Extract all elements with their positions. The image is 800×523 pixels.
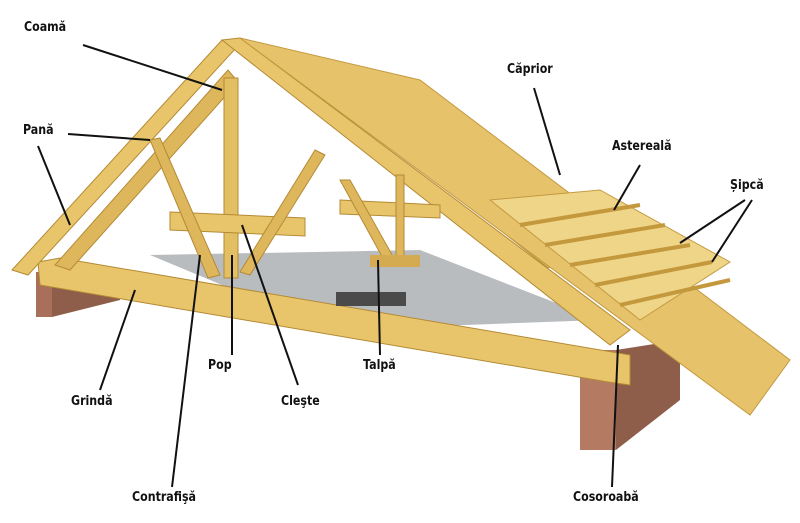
leader-caprior: [533, 87, 561, 176]
leader-sipca-2: [711, 199, 753, 263]
sheathing: [488, 189, 731, 321]
leader-talpa: [377, 259, 381, 356]
label-grinda: Grindă: [71, 394, 113, 409]
king-post: [223, 77, 239, 279]
rafter-right: [220, 37, 631, 346]
label-cosoroaba: Cosoroabă: [573, 490, 639, 505]
leader-astereala: [613, 164, 641, 211]
leader-pana-1: [67, 133, 151, 141]
label-pana: Pană: [23, 123, 54, 138]
roof-boarding: [239, 37, 791, 416]
label-talpa: Talpă: [363, 358, 396, 373]
label-sipca: Șipcă: [730, 178, 764, 193]
label-cleste: Cleşte: [281, 394, 320, 409]
label-astereala: Astereală: [612, 139, 672, 154]
label-caprior: Căprior: [507, 62, 553, 77]
leader-cosoroaba: [611, 344, 619, 488]
leader-contrafisa: [171, 254, 201, 488]
leader-sipca-1: [679, 199, 746, 244]
label-contrafisa: Contrafişă: [132, 490, 196, 505]
leader-cleste: [241, 224, 299, 386]
battens: [519, 203, 731, 307]
tie-beam: [37, 257, 631, 386]
leader-pana-2: [37, 145, 71, 226]
concrete-slab: [150, 250, 600, 330]
label-coama: Coamă: [24, 20, 67, 35]
leader-coama: [82, 44, 223, 91]
leader-grinda: [99, 289, 136, 391]
label-pop: Pop: [208, 358, 232, 373]
leader-lines: [37, 44, 753, 488]
